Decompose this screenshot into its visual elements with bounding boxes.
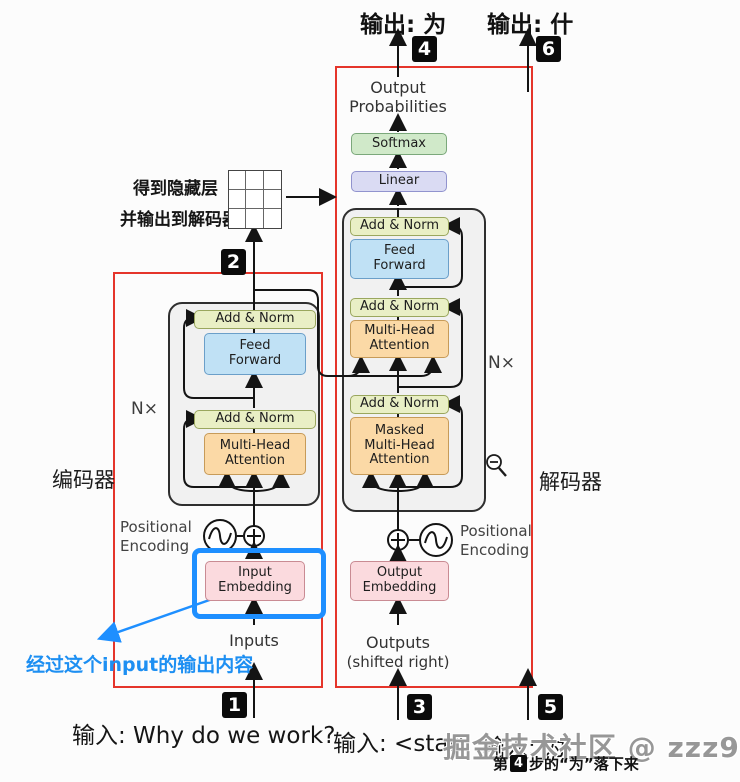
blue-annotation-text: 经过这个input的输出内容 (26, 654, 254, 676)
encoder-positional-encoding-label: Positional Encoding (120, 518, 192, 555)
output-step4-label: 输出: 为 (360, 12, 447, 38)
step6-badge: 6 (536, 36, 561, 62)
hidden-state-grid-icon (228, 170, 282, 229)
hidden-layer-note-line1: 得到隐藏层 (133, 179, 218, 199)
input-embedding-box: Input Embedding (205, 561, 305, 601)
output-step6-label: 输出: 什 (487, 12, 574, 38)
encoder-add-norm-bottom: Add & Norm (194, 410, 316, 429)
linear-box: Linear (351, 171, 447, 192)
step1-badge: 1 (222, 692, 247, 718)
encoder-multi-head-attention-box: Multi-Head Attention (204, 433, 306, 475)
encoder-feed-forward-box: Feed Forward (204, 333, 306, 375)
step5-badge: 5 (538, 694, 563, 720)
softmax-box: Softmax (351, 133, 447, 155)
decoder-add-norm-bottom: Add & Norm (350, 395, 449, 414)
decoder-multi-head-attention-box: Multi-Head Attention (350, 320, 449, 358)
decoder-feed-forward-box: Feed Forward (350, 239, 449, 279)
outputs-label: Outputs (shifted right) (346, 633, 450, 672)
output-probabilities-label: Output Probabilities (349, 78, 447, 117)
decoder-red-outline (335, 66, 533, 688)
step-note-number-badge: 4 (510, 755, 528, 772)
watermark: 掘金技术社区 @ zzz933 (443, 731, 740, 764)
decoder-positional-encoding-label: Positional Encoding (460, 522, 532, 559)
step3-badge: 3 (407, 694, 432, 720)
decoder-chinese-label: 解码器 (539, 470, 602, 494)
encoder-nx-label: N× (131, 399, 158, 419)
step4-badge: 4 (412, 36, 437, 62)
encoder-add-norm-top: Add & Norm (194, 310, 316, 329)
encoder-chinese-label: 编码器 (52, 468, 115, 492)
step2-badge: 2 (221, 249, 246, 275)
decoder-nx-label: N× (488, 353, 515, 373)
inputs-label: Inputs (229, 631, 279, 650)
masked-multi-head-attention-box: Masked Multi-Head Attention (350, 417, 449, 475)
step-note-prefix: 第 (493, 755, 509, 773)
input-embedding-highlight-box (192, 548, 326, 619)
input-step3-label: 输入: <start (333, 731, 467, 757)
encoder-red-outline (113, 272, 323, 688)
hidden-layer-note-line2: 并输出到解码器 (120, 210, 239, 230)
input-step1-label: 输入: Why do we work? (72, 723, 336, 749)
decoder-add-norm-middle: Add & Norm (350, 298, 449, 317)
step-note-suffix: 步的“为”落下来 (529, 755, 639, 773)
step-note: 第 4 步的“为”落下来 (493, 753, 639, 774)
decoder-add-norm-top: Add & Norm (350, 217, 449, 236)
output-embedding-box: Output Embedding (350, 561, 449, 601)
